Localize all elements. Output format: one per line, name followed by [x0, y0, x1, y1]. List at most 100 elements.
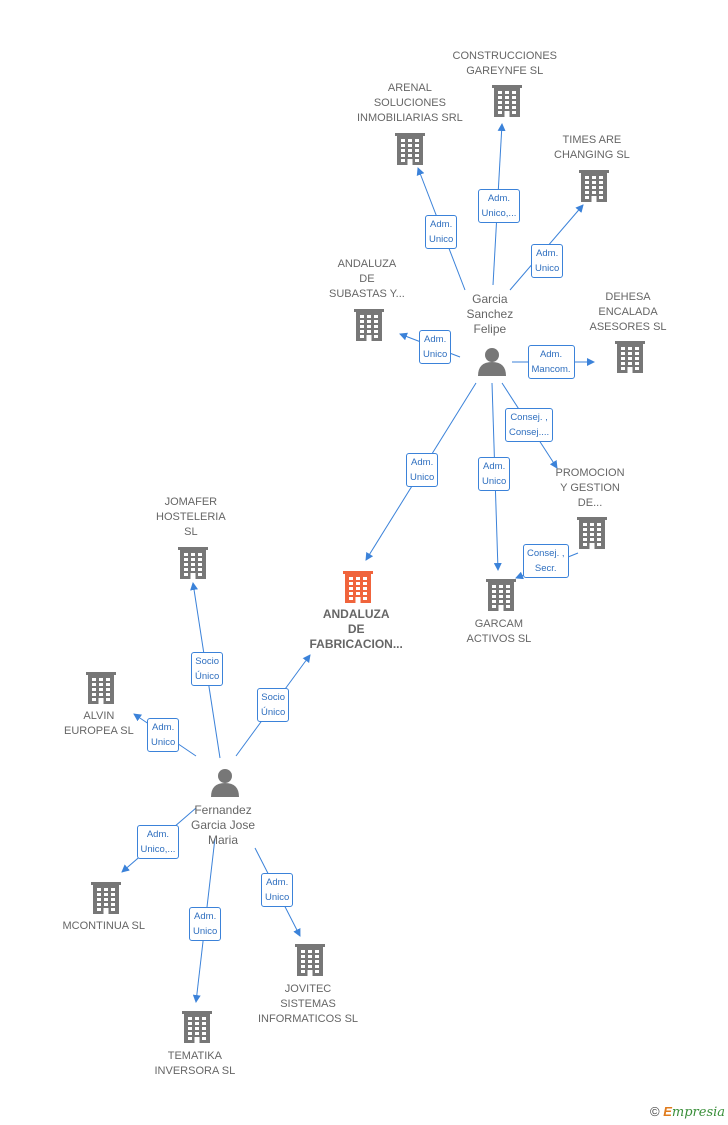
- building-icon-alvin[interactable]: [86, 672, 116, 704]
- edge-label-line: Socio: [195, 656, 220, 667]
- edge-label-garcia-to-andaluza-fab[interactable]: Adm. Unico: [406, 453, 439, 487]
- node-label-line: DE: [347, 622, 365, 636]
- node-label-line: MCONTINUA SL: [62, 920, 146, 932]
- node-label-line: ANDALUZA: [322, 607, 390, 621]
- edge-label-line: Adm.: [487, 193, 511, 204]
- building-icon-dehesa[interactable]: [615, 341, 645, 373]
- edge-label-line: Adm.: [152, 722, 175, 733]
- building-icon-tematika[interactable]: [182, 1011, 212, 1043]
- edge-label-line: Unico: [423, 349, 448, 360]
- edge-label-fernandez-to-alvin[interactable]: Adm. Unico: [147, 718, 180, 752]
- edge-label-line: Adm.: [194, 911, 217, 922]
- node-label-line: ALVIN: [83, 710, 115, 722]
- edge-label-garcia-to-garcam[interactable]: Adm. Unico: [478, 457, 511, 491]
- building-icon-promocion[interactable]: [577, 517, 607, 549]
- copyright-symbol: ©: [650, 1104, 660, 1119]
- node-label-line: JOVITEC: [284, 983, 332, 995]
- building-icon-andaluza-fab[interactable]: [343, 571, 373, 603]
- edge-label-line: Adm.: [411, 457, 434, 468]
- edge-label-garcia-to-andaluza-subastas[interactable]: Adm. Unico: [419, 330, 452, 364]
- edge-label-line: Adm.: [266, 877, 289, 888]
- edge-label-line: Secr.: [534, 563, 557, 574]
- node-label-line: SUBASTAS Y...: [329, 288, 405, 300]
- edge-label-line: Consej. ,: [510, 412, 548, 423]
- edge-label-line: Mancom.: [531, 364, 571, 375]
- edge-label-line: Adm.: [424, 334, 447, 345]
- building-icon-jovitec[interactable]: [295, 944, 325, 976]
- node-label-line: Sanchez: [466, 307, 514, 321]
- edge-label-line: Unico: [193, 926, 218, 937]
- edge-label-fernandez-to-jovitec[interactable]: Adm. Unico: [261, 873, 294, 907]
- node-label-line: HOSTELERIA: [156, 511, 226, 523]
- building-icon-mcontinua[interactable]: [91, 882, 121, 914]
- edge-label-line: Consej. ,: [527, 548, 565, 559]
- node-label-dehesa[interactable]: DEHESA ENCALADA ASESORES SL: [590, 290, 667, 335]
- edge-label-garcia-to-times[interactable]: Adm.Unico: [531, 244, 564, 278]
- node-label-line: Felipe: [473, 322, 507, 336]
- edge-label-garcia-to-promocion[interactable]: Consej. , Consej....: [505, 408, 554, 442]
- node-label-line: ASESORES SL: [589, 321, 667, 333]
- building-icon-arenal[interactable]: [395, 133, 425, 165]
- node-label-line: JOMAFER: [164, 496, 218, 508]
- edge-label-garcia-to-construcciones[interactable]: Adm.Unico,...: [477, 189, 521, 223]
- building-icon-jomafer[interactable]: [178, 547, 208, 579]
- person-icon-fernandez[interactable]: [211, 769, 239, 797]
- node-label-line: DEHESA: [605, 291, 651, 303]
- node-label-line: Garcia: [472, 292, 508, 306]
- edge-label-line: Socio: [261, 692, 286, 703]
- node-label-line: INFORMATICOS SL: [258, 1013, 359, 1025]
- edge-label-fernandez-to-mcontinua[interactable]: Adm.Unico,...: [136, 825, 180, 859]
- node-label-line: Maria: [208, 833, 239, 847]
- edge-label-garcia-to-arenal[interactable]: Adm. Unico: [425, 215, 458, 249]
- node-label-line: SL: [184, 526, 198, 538]
- edge-label-promocion-to-garcam[interactable]: Consej. , Secr.: [523, 544, 569, 578]
- node-label-jovitec[interactable]: JOVITEC SISTEMAS INFORMATICOS SL: [258, 982, 358, 1027]
- node-label-line: ANDALUZA: [337, 258, 397, 270]
- edge-label-line: Unico: [265, 892, 290, 903]
- node-label-alvin[interactable]: ALVIN EUROPEA SL: [64, 709, 134, 739]
- edge-label-line: Adm.: [430, 219, 453, 230]
- node-label-line: ENCALADA: [598, 306, 658, 318]
- edge-label-fernandez-to-tematika[interactable]: Adm. Unico: [189, 907, 222, 941]
- node-label-line: EUROPEA SL: [64, 725, 134, 737]
- node-label-line: GAREYNFE SL: [466, 65, 544, 77]
- node-label-line: GARCAM: [474, 618, 524, 630]
- node-label-mcontinua[interactable]: MCONTINUA SL: [63, 919, 146, 934]
- node-label-line: SISTEMAS: [280, 998, 336, 1010]
- edge-label-garcia-to-dehesa[interactable]: Adm.Mancom.: [527, 345, 575, 379]
- edge-label-line: Unico: [410, 472, 435, 483]
- node-label-line: FABRICACION...: [309, 637, 403, 651]
- edge-label-line: Unico: [151, 737, 176, 748]
- edge-label-line: Adm.: [483, 461, 506, 472]
- brand-rest: mpresia: [671, 1105, 726, 1120]
- edge-label-line: Único: [195, 671, 220, 682]
- building-icon-garcam[interactable]: [486, 579, 516, 611]
- nodes-layer: [86, 85, 645, 1043]
- brand-initial: E: [663, 1104, 672, 1119]
- building-icon-construcciones[interactable]: [492, 85, 522, 117]
- building-icon-andaluza-subastas[interactable]: [354, 309, 384, 341]
- node-label-jomafer[interactable]: JOMAFER HOSTELERIA SL: [156, 495, 226, 540]
- person-icon-garcia[interactable]: [478, 348, 506, 376]
- edge-label-line: Consej....: [509, 427, 550, 438]
- building-icon-times[interactable]: [579, 170, 609, 202]
- node-label-line: ARENAL: [387, 82, 432, 94]
- node-label-line: TIMES ARE: [562, 134, 622, 146]
- edge-label-line: Único: [261, 707, 286, 718]
- edge-label-line: Unico: [482, 476, 507, 487]
- edge-label-line: Adm.: [146, 829, 170, 840]
- edge-label-line: Unico: [429, 234, 454, 245]
